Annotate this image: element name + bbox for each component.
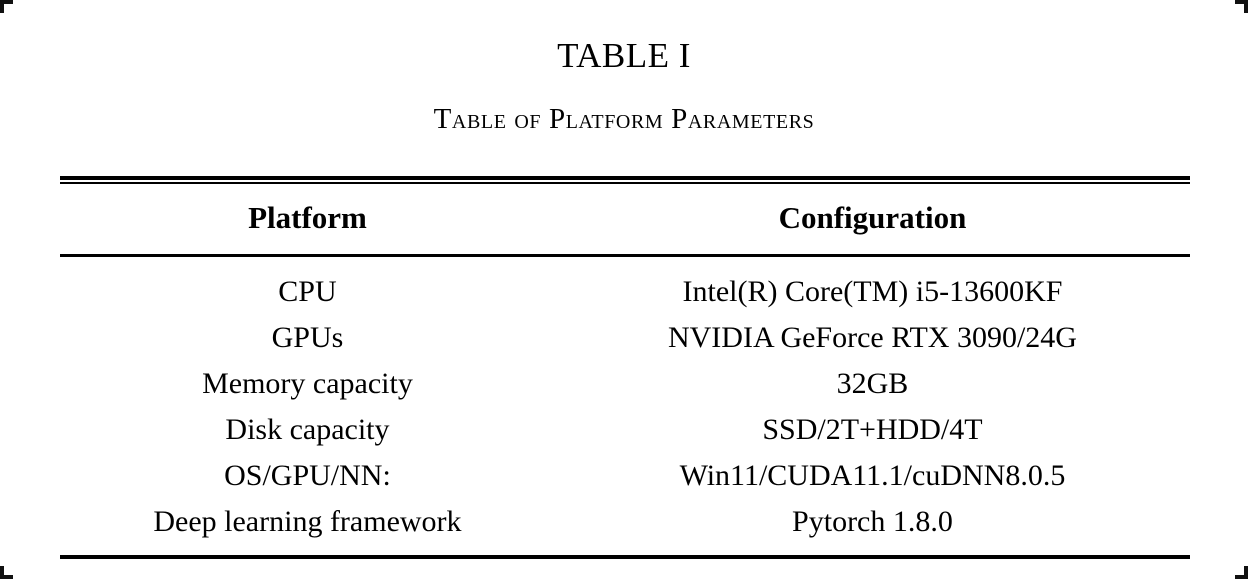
table-row: Disk capacity SSD/2T+HDD/4T bbox=[60, 407, 1190, 453]
table-row: CPU Intel(R) Core(TM) i5-13600KF bbox=[60, 257, 1190, 315]
table-body: CPU Intel(R) Core(TM) i5-13600KF GPUs NV… bbox=[60, 257, 1190, 555]
cell-configuration: Win11/CUDA11.1/cuDNN8.0.5 bbox=[679, 459, 1066, 492]
table-top-rule-thick bbox=[60, 176, 1190, 180]
cell-platform: GPUs bbox=[271, 321, 344, 354]
column-header-platform: Platform bbox=[248, 200, 367, 235]
cell-platform: CPU bbox=[278, 275, 337, 308]
table-row: OS/GPU/NN: Win11/CUDA11.1/cuDNN8.0.5 bbox=[60, 453, 1190, 499]
crop-mark-top-right-icon bbox=[1235, 0, 1248, 13]
parameters-table-container: Platform Configuration CPU Intel(R) Core… bbox=[60, 176, 1190, 559]
parameters-table: Platform Configuration bbox=[60, 184, 1190, 254]
table-caption: Table of Platform Parameters bbox=[433, 103, 815, 135]
table-head: Platform Configuration bbox=[60, 184, 1190, 254]
cell-configuration: 32GB bbox=[836, 367, 909, 400]
cell-configuration: Pytorch 1.8.0 bbox=[792, 505, 953, 538]
table-top-rule-gap bbox=[60, 180, 1190, 182]
cell-platform: Disk capacity bbox=[225, 413, 390, 446]
cell-platform: Deep learning framework bbox=[153, 505, 462, 538]
parameters-table-body-wrapper: CPU Intel(R) Core(TM) i5-13600KF GPUs NV… bbox=[60, 257, 1190, 555]
cell-configuration: SSD/2T+HDD/4T bbox=[762, 413, 983, 446]
crop-mark-bottom-right-icon bbox=[1235, 566, 1248, 579]
table-row: GPUs NVIDIA GeForce RTX 3090/24G bbox=[60, 315, 1190, 361]
cell-platform: OS/GPU/NN: bbox=[224, 459, 391, 492]
table-top-rule-thin bbox=[60, 182, 1190, 184]
crop-mark-bottom-left-icon bbox=[0, 566, 13, 579]
table-row: Memory capacity 32GB bbox=[60, 361, 1190, 407]
table-number: TABLE I bbox=[557, 36, 691, 75]
table-header-separator-rule bbox=[60, 254, 1190, 257]
crop-mark-top-left-icon bbox=[0, 0, 13, 13]
cell-configuration: Intel(R) Core(TM) i5-13600KF bbox=[682, 275, 1063, 308]
table-bottom-rule bbox=[60, 555, 1190, 559]
table-row: Deep learning framework Pytorch 1.8.0 bbox=[60, 499, 1190, 555]
column-header-configuration: Configuration bbox=[778, 200, 967, 235]
cell-configuration: NVIDIA GeForce RTX 3090/24G bbox=[667, 321, 1077, 354]
table-header-row: Platform Configuration bbox=[60, 184, 1190, 254]
cell-platform: Memory capacity bbox=[202, 367, 413, 400]
